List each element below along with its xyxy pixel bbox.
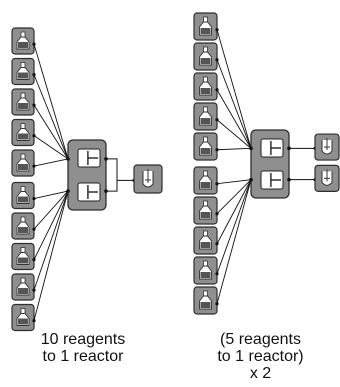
bottle-icon	[193, 196, 218, 225]
right-caption-line-3: x 2	[249, 365, 272, 382]
left-network	[11, 27, 163, 332]
left-caption-line-2: to 1 reactor	[42, 348, 124, 365]
bottle-icon	[193, 286, 218, 315]
right-caption: (5 reagents to 1 reactor) x 2	[188, 331, 333, 382]
right-network	[193, 12, 340, 315]
bottle-icon	[11, 57, 35, 86]
right-caption-line-2: to 1 reactor)	[217, 348, 304, 365]
reactor-wires	[289, 146, 317, 182]
bottle-icon	[11, 149, 35, 177]
valve-icon	[260, 138, 284, 158]
valve-icon	[77, 148, 101, 168]
bottle-icon	[11, 118, 35, 147]
valve-icon	[77, 182, 101, 202]
bottle-icon	[11, 181, 35, 210]
bottle-icon	[11, 303, 35, 332]
left-caption: 10 reagents to 1 reactor	[8, 331, 158, 365]
bottle-icon	[11, 242, 35, 271]
splitter-block	[66, 139, 108, 211]
bottle-icon	[193, 226, 218, 255]
bottle-icon	[11, 27, 35, 55]
reactor-icon	[314, 164, 340, 192]
left-caption-line-1: 10 reagents	[40, 331, 126, 348]
splitter-block	[249, 129, 291, 199]
reactor-icon	[314, 133, 340, 161]
reagent-wires	[32, 42, 69, 323]
bottle-icon	[193, 166, 218, 195]
bottle-icon	[193, 256, 218, 285]
bottle-icon	[193, 12, 218, 41]
right-caption-line-1: (5 reagents	[220, 331, 301, 348]
bottle-icon	[11, 273, 35, 301]
bottle-icon	[11, 88, 35, 116]
reactor-icon	[133, 164, 163, 194]
bottle-icon	[11, 212, 35, 240]
valve-icon	[260, 170, 284, 190]
reagent-wires	[215, 28, 252, 306]
bottle-icon	[193, 72, 218, 101]
bottle-icon	[193, 132, 218, 161]
bottle-icon	[193, 42, 218, 71]
reactor-wires	[106, 158, 136, 192]
bottle-icon	[193, 102, 218, 131]
